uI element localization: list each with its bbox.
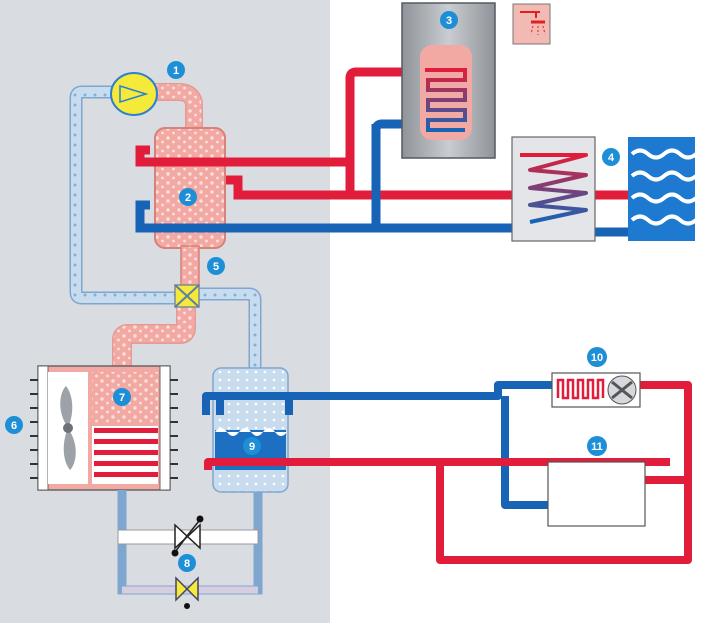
cold-water-return — [135, 119, 630, 237]
badge-6: 6 — [5, 416, 23, 434]
svg-text:7: 7 — [119, 392, 125, 404]
compressor — [110, 72, 158, 116]
svg-text:1: 1 — [173, 65, 179, 77]
svg-text:8: 8 — [184, 558, 190, 570]
reversing-valve-upper — [171, 515, 204, 557]
svg-text:2: 2 — [185, 192, 191, 204]
badge-11: 11 — [587, 436, 607, 456]
svg-text:11: 11 — [591, 441, 603, 453]
svg-text:6: 6 — [11, 420, 17, 432]
fan-icon — [48, 372, 88, 484]
badge-8: 8 — [178, 554, 196, 572]
svg-text:9: 9 — [249, 441, 255, 453]
cooling-water-pipes — [202, 381, 692, 564]
badge-10: 10 — [587, 347, 607, 367]
svg-text:4: 4 — [608, 152, 615, 164]
indoor-unit-panel — [0, 0, 330, 623]
badge-2: 2 — [179, 188, 197, 206]
cooling-exchanger — [212, 367, 289, 493]
water-waves-icon — [628, 137, 698, 241]
hot-water-supply — [135, 67, 630, 200]
radiator — [547, 461, 646, 527]
badge-1: 1 — [167, 61, 185, 79]
badge-7: 7 — [113, 388, 131, 406]
expansion-valve — [174, 284, 200, 308]
svg-text:10: 10 — [591, 352, 603, 364]
fan-coil-unit — [551, 372, 641, 408]
badge-5: 5 — [207, 257, 225, 275]
svg-text:3: 3 — [446, 15, 452, 27]
floor-heating-exchanger — [511, 136, 596, 242]
reversing-valve-lower — [175, 576, 199, 609]
badge-3: 3 — [440, 11, 458, 29]
svg-text:5: 5 — [213, 261, 219, 273]
badge-9: 9 — [243, 437, 261, 455]
badge-4: 4 — [602, 148, 620, 166]
shower-icon — [512, 3, 551, 45]
